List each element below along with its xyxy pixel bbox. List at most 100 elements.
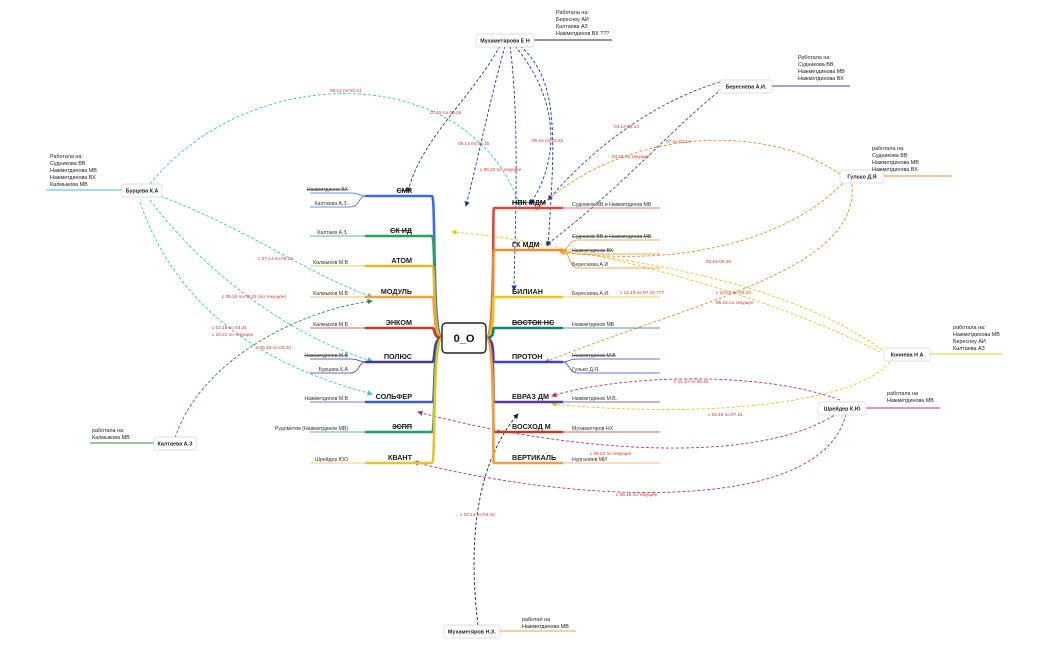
leaf-label: Калмыков М.В <box>313 260 348 266</box>
leaf-label: Нажметдинов МВ <box>572 322 615 328</box>
leaf-node[interactable]: Нажметдинов М.В <box>304 353 367 363</box>
leaf-node[interactable]: Нажметдинов М.В <box>304 396 366 403</box>
arrow-burtseva-modul <box>159 195 373 298</box>
arrow-muhametyarova-skid <box>464 45 506 207</box>
branch-label: СМК <box>397 186 413 195</box>
period-label: 07.11-03.14 <box>666 139 691 144</box>
leaf-node[interactable]: Бурцева К.А <box>310 361 367 374</box>
leaf-node[interactable]: Судников ВВ и Нажметдинов МВ <box>561 202 660 209</box>
person-box <box>719 79 773 94</box>
relationship-arrows <box>139 45 891 626</box>
leaf-node[interactable]: Калтаев А.З. <box>310 230 366 237</box>
leaf-label: Калмыков М.В <box>313 291 348 297</box>
person-box <box>839 169 885 184</box>
person-note-line-text: Береснеу АИ <box>953 339 986 345</box>
person-box <box>883 347 931 362</box>
leaf-label: Нажметдинов М.В. <box>572 396 617 402</box>
leaf-label: Мухаметяров НХ <box>572 426 614 432</box>
period-label: 02.15-05.16 <box>706 259 731 264</box>
leaf-label: Нажметдинов М.В <box>572 353 616 359</box>
leaf-node[interactable]: Рудометов (Нажметдинов МВ) <box>275 426 367 433</box>
period-label: с 06.22 по текущее <box>480 167 522 172</box>
leaf-node[interactable]: Береснева А.И. <box>562 291 660 298</box>
leaf-node[interactable]: Гулько Д.Я. <box>561 361 660 374</box>
leaf-connector <box>310 358 367 363</box>
branch-right-3[interactable]: ВОСТОК НС Нажметдинов МВ <box>484 318 660 340</box>
leaf-node[interactable]: Нажметдинов ВХ <box>561 248 660 255</box>
period-label: с 06.22 по текущее <box>590 451 632 456</box>
person-name: Кочнева Н А <box>891 353 924 359</box>
leaf-label: Калтаев А.З. <box>317 230 348 236</box>
leaf-node[interactable]: Нажметдинов ВХ <box>307 187 367 197</box>
arrow-kochneva-skid <box>451 229 881 353</box>
center-label: 0_О <box>454 333 475 345</box>
person-note-line-text: работала на: <box>92 428 124 434</box>
leaf-node[interactable]: Береснева А.И <box>561 249 660 269</box>
branch-label: ЕВРАЗ ДМ <box>512 392 549 401</box>
person-note-line-text: Судникова ВВ <box>798 62 834 68</box>
leaf-node[interactable]: Нургалиев МИ <box>562 457 660 464</box>
person-note-line-text: Нажметдинова МВ <box>798 69 845 75</box>
leaf-node[interactable]: Калмыков М.В <box>310 322 366 329</box>
branch-label: СОЛЬФЕР <box>376 392 413 401</box>
branch-label: ПРОТОН <box>512 352 542 361</box>
center-node[interactable]: 0_О <box>441 322 487 354</box>
person-note-line-text: Калмыкова МВ <box>50 182 88 188</box>
leaf-node[interactable]: Калмыков М.В <box>310 291 366 298</box>
branch-label: ВЕРТИКАЛЬ <box>512 453 556 462</box>
branch-right-7[interactable]: ВЕРТИКАЛЬ Нургалиев МИ <box>484 336 660 465</box>
person-note-line-text: Нажметдинова ВХ <box>50 175 96 181</box>
person-note-line-text: Калмыкова МВ <box>92 435 130 441</box>
period-label: с 12.13 по 07.15 ??? <box>620 290 664 295</box>
leaf-node[interactable]: Нажметдинов МВ <box>562 322 660 329</box>
period-label: с 07.14 по 05.16 <box>258 256 293 261</box>
branch-label: ВОСТОК НС <box>512 318 554 327</box>
period-label: с 05.16 по 08.21 (по текущее) <box>222 294 286 299</box>
period-labels: 05.12 по 03.14 07.15 по 05.16 05.13 по 0… <box>212 88 754 517</box>
branch-curve <box>364 336 444 465</box>
leaf-label: Калмыков М.В <box>313 322 348 328</box>
leaf-node[interactable]: Судников ВВ и Нажметдинов МВ <box>561 234 660 251</box>
branch-label: СК ИД <box>390 226 412 235</box>
person-note-line-text: Судникова ВВ <box>872 153 908 159</box>
leaf-node[interactable]: Калмыков М.В <box>310 260 366 267</box>
leaf-connector <box>310 192 367 197</box>
leaf-node[interactable]: Мухаметяров НХ <box>561 426 660 433</box>
person-name: Мухаметяров Н.Х. <box>448 630 497 636</box>
period-label: 03.12-03.14 <box>614 124 639 129</box>
person-note-line-text: Калтаева АЗ <box>556 24 588 30</box>
leaf-label: Нажметдинов ВХ <box>572 248 614 254</box>
person-note-line-text: работала на: <box>953 325 985 331</box>
leaf-node[interactable]: Шрейдер ЮО <box>310 456 366 464</box>
period-label: 04.15 по текущее <box>612 154 650 159</box>
arrow-gulko-gk <box>559 179 847 257</box>
person-name: Гулько Д.Я <box>847 175 876 181</box>
leaf-connector <box>561 358 660 363</box>
leaf-connector <box>310 195 367 208</box>
person-note-line-text: Нажметдинова МВ <box>522 624 569 630</box>
leaf-node[interactable]: Нажметдинов М.В. <box>562 396 660 403</box>
period-label: с 02.14 по 04.16 <box>460 512 495 517</box>
leaf-node[interactable]: Калтаева А.З. <box>310 195 367 208</box>
period-label: с 05.16 по 03.20 <box>256 345 291 350</box>
period-label: с 11.13 по 06.16 <box>674 379 709 384</box>
person-node-beresneva[interactable]: Береснева А.И.Работала на:Судникова ВВНа… <box>719 55 850 94</box>
branch-curve <box>364 326 444 340</box>
leaf-node[interactable]: Нажметдинов М.В <box>561 353 660 363</box>
arrow-shreider-evraz <box>551 378 841 401</box>
branch-right-4[interactable]: ПРОТОН Нажметдинов М.В Гулько Д.Я. <box>484 336 660 374</box>
person-note-line-text: Нажметдинова МВ <box>887 398 934 404</box>
